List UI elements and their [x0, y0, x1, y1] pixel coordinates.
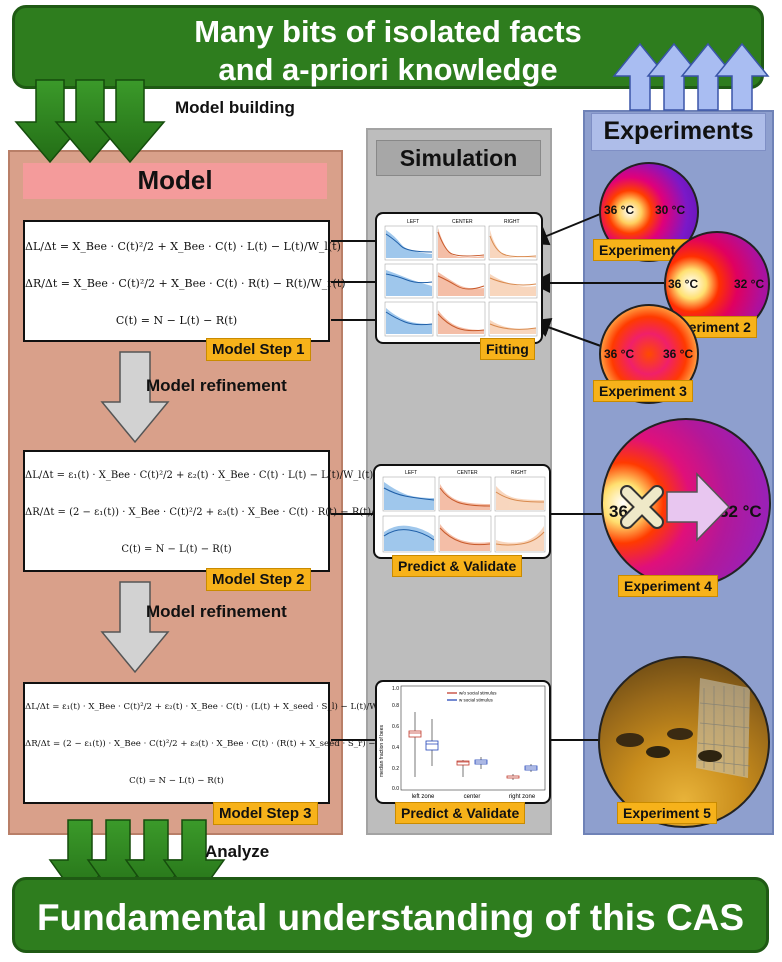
bees-icon: [616, 678, 751, 778]
experiment4-tag: Experiment 4: [618, 575, 718, 597]
bottom-banner: Fundamental understanding of this CAS: [12, 877, 769, 953]
refinement-arrow-2: [100, 581, 170, 674]
equation-l: ΔL/Δt = ε₁(t) · X_Bee · C(t)²/2 + ε₂(t) …: [25, 470, 374, 481]
temp-left: 36 °C: [604, 203, 635, 217]
predict-validate-tag-1: Predict & Validate: [392, 555, 523, 577]
equation-box-step3: ΔL/Δt = ε₁(t) · X_Bee · C(t)²/2 + ε₂(t) …: [23, 682, 426, 804]
boxplot-svg: median fraction of bees 0.0 0.2 0.4 0.6 …: [379, 685, 546, 800]
model-step1-tag: Model Step 1: [206, 338, 311, 361]
y-tick: 0.4: [392, 745, 399, 751]
predict-plots-1: LEFT CENTER RIGHT: [373, 464, 551, 559]
plot-header: RIGHT: [511, 470, 527, 476]
predict-plot-grid: LEFT CENTER RIGHT: [382, 470, 546, 553]
right-arrow-icon: [666, 472, 731, 542]
top-banner-line1: Many bits of isolated facts: [194, 14, 582, 49]
down-arrow-icon: [100, 351, 170, 444]
equation-c: C(t) = N − L(t) − R(t): [129, 776, 224, 786]
experiment5-photo: [598, 656, 770, 828]
fitting-plots: LEFT CENTER RIGHT: [375, 212, 543, 344]
temp-right: 32 °C: [734, 277, 765, 291]
equation-l: ΔL/Δt = X_Bee · C(t)²/2 + X_Bee · C(t) ·…: [25, 240, 341, 253]
up-arrow-icon: [612, 42, 770, 111]
equation-box-step1: ΔL/Δt = X_Bee · C(t)²/2 + X_Bee · C(t) ·…: [23, 220, 346, 342]
x-tick: left zone: [412, 794, 435, 800]
y-tick: 0.6: [392, 724, 399, 730]
experiment3-tag: Experiment 3: [593, 380, 693, 402]
y-tick: 0.2: [392, 766, 399, 772]
equation-box-step2: ΔL/Δt = ε₁(t) · X_Bee · C(t)²/2 + ε₂(t) …: [23, 450, 407, 572]
y-tick: 0.0: [392, 786, 399, 792]
down-arrow-icon: [14, 79, 166, 164]
equation-c: C(t) = N − L(t) − R(t): [121, 544, 232, 555]
legend-entry: w social stimulus: [459, 698, 494, 703]
analyze-label: Analyze: [205, 842, 270, 861]
top-banner-line2: and a-priori knowledge: [218, 52, 558, 87]
experiments-up-arrows: [612, 42, 770, 111]
predict-validate-tag-2: Predict & Validate: [395, 802, 526, 824]
experiment4-heatmap: 36 32 °C: [601, 418, 771, 588]
equation-r: ΔR/Δt = (2 − ε₁(t)) · X_Bee · C(t)²/2 + …: [25, 507, 407, 518]
equation-l: ΔL/Δt = ε₁(t) · X_Bee · C(t)²/2 + ε₂(t) …: [25, 702, 396, 712]
simulation-title: Simulation: [376, 140, 541, 176]
plot-header: LEFT: [405, 470, 417, 476]
legend-entry: w/o social stimulus: [459, 691, 497, 696]
model-refinement-label-2: Model refinement: [146, 602, 287, 621]
cross-icon: [620, 485, 664, 529]
fitting-plot-grid: LEFT CENTER RIGHT: [384, 219, 538, 337]
equation-r: ΔR/Δt = (2 − ε₁(t)) · X_Bee · C(t)²/2 + …: [25, 739, 426, 749]
plot-header: CENTER: [457, 470, 478, 476]
fitting-tag: Fitting: [480, 338, 535, 360]
model-building-label: Model building: [175, 98, 295, 117]
equation-r: ΔR/Δt = X_Bee · C(t)²/2 + X_Bee · C(t) ·…: [25, 277, 346, 290]
model-title: Model: [23, 163, 327, 199]
x-tick: right zone: [509, 794, 536, 800]
experiments-title: Experiments: [591, 113, 766, 151]
model-step3-tag: Model Step 3: [213, 802, 318, 825]
model-building-arrows: [14, 79, 166, 164]
experiment5-tag: Experiment 5: [617, 802, 717, 824]
refinement-arrow-1: [100, 351, 170, 444]
plot-header: RIGHT: [504, 219, 520, 225]
x-tick: center: [464, 794, 481, 800]
model-refinement-label-1: Model refinement: [146, 376, 287, 395]
temp-right: 36 °C: [663, 347, 694, 361]
temp-left: 36 °C: [668, 277, 699, 291]
boxplot-ylabel: median fraction of bees: [379, 725, 385, 777]
temp-right: 30 °C: [655, 203, 686, 217]
y-tick: 1.0: [392, 686, 399, 692]
equation-c: C(t) = N − L(t) − R(t): [115, 314, 238, 327]
down-arrow-icon: [100, 581, 170, 674]
plot-header: CENTER: [452, 219, 473, 225]
experiment1-tag: Experiment 1: [593, 239, 693, 261]
temp-left: 36 °C: [604, 347, 635, 361]
y-tick: 0.8: [392, 703, 399, 709]
boxplot-chart: median fraction of bees 0.0 0.2 0.4 0.6 …: [375, 680, 551, 804]
model-step2-tag: Model Step 2: [206, 568, 311, 591]
plot-header: LEFT: [407, 219, 419, 225]
